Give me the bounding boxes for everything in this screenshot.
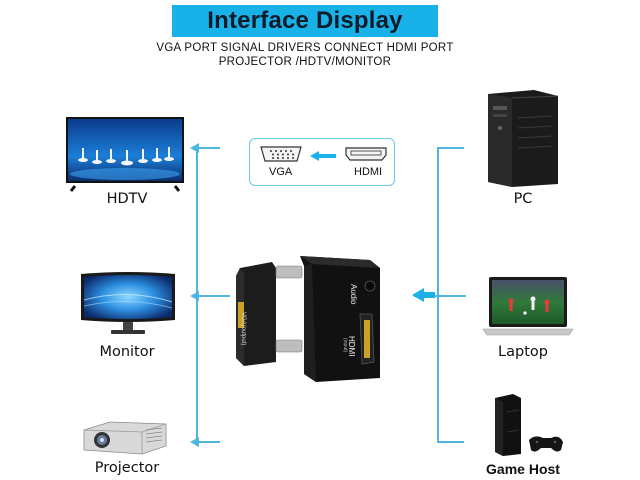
monitor-arrow-icon <box>190 291 199 301</box>
title-banner: Interface Display <box>172 5 438 37</box>
projector-label: Projector <box>94 460 160 476</box>
pc-label: PC <box>513 191 533 207</box>
projector-device <box>80 418 170 458</box>
laptop-image <box>482 277 574 336</box>
adapter-hdmi-text: HDMI <box>347 336 356 357</box>
gamehost-connector <box>437 441 464 443</box>
hdtv-label: HDTV <box>106 191 148 207</box>
adapter-vga-text: VGA(output) <box>240 312 246 346</box>
hdmi-port-icon <box>345 147 387 161</box>
laptop-device <box>481 275 575 339</box>
adapter-image <box>236 256 380 382</box>
right-connector-line <box>437 147 439 442</box>
adapter-audio-text: Audio <box>349 284 358 305</box>
hdmi-label: HDMI <box>354 166 383 178</box>
adapter-hdmi-subtext: (input) <box>342 338 348 353</box>
subtitle: VGA PORT SIGNAL DRIVERS CONNECT HDMI POR… <box>140 41 470 69</box>
adapter-input-arrow-icon <box>412 288 435 302</box>
pc-tower-image <box>488 90 559 187</box>
pc-connector <box>437 147 464 149</box>
hdtv-connector <box>196 147 220 149</box>
converter-diagram-box: VGA HDMI <box>249 138 395 186</box>
subtitle-line-2: PROJECTOR /HDTV/MONITOR <box>218 56 392 68</box>
laptop-label: Laptop <box>498 344 548 360</box>
monitor-device <box>78 270 178 338</box>
monitor-connector <box>196 295 230 297</box>
page-title: Interface Display <box>207 7 403 34</box>
game-host-device <box>485 392 565 458</box>
monitor-image <box>81 272 175 334</box>
game-console-image <box>495 394 563 456</box>
game-host-label: Game Host <box>486 461 560 477</box>
laptop-connector <box>414 295 466 297</box>
vga-label: VGA <box>269 166 293 178</box>
projector-connector <box>196 441 220 443</box>
hdtv-arrow-icon <box>190 143 199 153</box>
vga-port-icon <box>260 146 302 162</box>
conversion-arrow-icon <box>310 151 336 161</box>
projector-image <box>83 421 167 455</box>
monitor-label: Monitor <box>99 344 155 360</box>
hdtv-image <box>66 117 184 192</box>
subtitle-line-1: VGA PORT SIGNAL DRIVERS CONNECT HDMI POR… <box>156 42 454 54</box>
pc-device <box>482 88 562 188</box>
hdtv-device <box>65 116 185 192</box>
projector-arrow-icon <box>190 437 199 447</box>
vga-hdmi-adapter: VGA(output) Audio HDMI (input) <box>232 246 384 386</box>
